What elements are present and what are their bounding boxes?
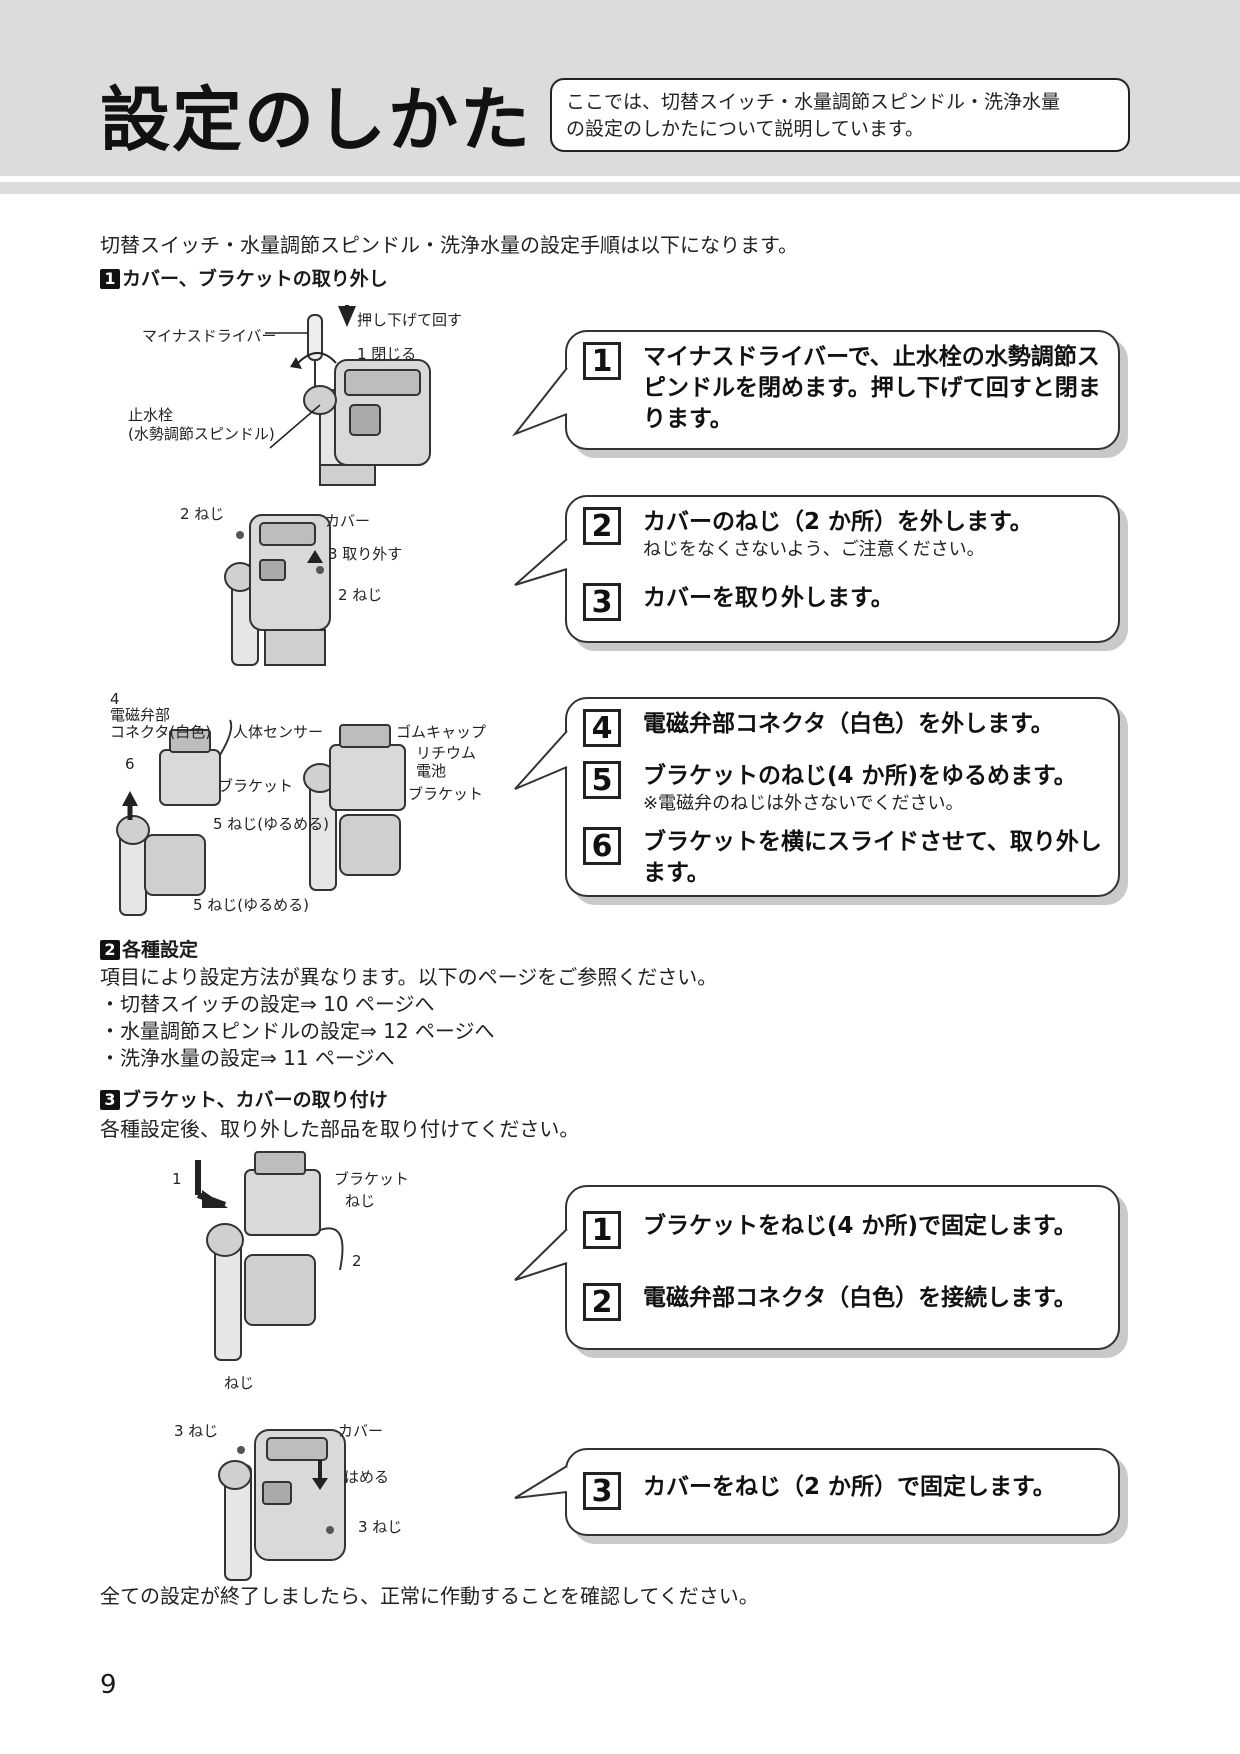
label-install-step-1: 1 — [172, 1170, 182, 1188]
label-slide-6: 6 — [125, 755, 135, 773]
label-battery-1: リチウム — [416, 744, 477, 762]
label-remove-3: 3 取り外す — [328, 545, 403, 563]
label-install-cover: カバー — [338, 1422, 384, 1440]
section-2-heading: 2 各種設定 — [100, 937, 198, 963]
page-title: 設定のしかた — [100, 79, 532, 161]
closing-text: 全ての設定が終了しましたら、正常に作動することを確認してください。 — [100, 1584, 759, 1608]
label-screwdriver: マイナスドライバー — [142, 327, 277, 345]
label-loosen-5a: 5 ねじ(ゆるめる) — [213, 815, 330, 833]
section-2-item-3: ・洗浄水量の設定⇒ 11 ページへ — [100, 1046, 395, 1070]
callout-tail — [514, 1465, 568, 1499]
step-4-number: 4 — [583, 709, 621, 747]
callout-tail — [514, 538, 568, 586]
install-step-1-number: 1 — [583, 1211, 621, 1249]
cover-removal-illustration — [224, 514, 331, 666]
label-rubber-cap: ゴムキャップ — [396, 723, 487, 741]
label-human-sensor: 人体センサー — [233, 723, 324, 741]
section-2-title: 各種設定 — [122, 939, 199, 961]
install-step-3-number: 3 — [583, 1472, 621, 1510]
label-install-screw-3b: 3 ねじ — [358, 1518, 403, 1536]
step-4-text: 電磁弁部コネクタ（白色）を外します。 — [643, 711, 1054, 737]
section-3-number: 3 — [100, 1090, 120, 1110]
install-step-1: 1 ブラケットをねじ(4 か所)で固定します。 — [583, 1211, 1110, 1249]
step-2-text: カバーのねじ（2 か所）を外します。 — [643, 509, 1033, 535]
step-6: 6 ブラケットを横にスライドさせて、取り外します。 — [583, 827, 1110, 889]
step-1: 1 マイナスドライバーで、止水栓の水勢調節スピンドルを閉めます。押し下げて回すと… — [583, 342, 1110, 435]
callout-steps-4-6: 4 電磁弁部コネクタ（白色）を外します。 5 ブラケットのねじ(4 か所)をゆる… — [514, 697, 1128, 905]
step-5-text: ブラケットのねじ(4 か所)をゆるめます。 — [643, 763, 1077, 789]
step-3-number: 3 — [583, 583, 621, 621]
install-step-3-text: カバーをねじ（2 か所）で固定します。 — [643, 1474, 1056, 1500]
label-valve-spindle: (水勢調節スピンドル) — [128, 425, 275, 443]
step-6-number: 6 — [583, 827, 621, 865]
page-number: 9 — [100, 1670, 117, 1700]
step-5-number: 5 — [583, 761, 621, 799]
bracket-removal-illustration — [116, 719, 406, 916]
lead-text: 切替スイッチ・水量調節スピンドル・洗浄水量の設定手順は以下になります。 — [100, 233, 798, 257]
label-cover: カバー — [325, 512, 371, 530]
callout-step-1: 1 マイナスドライバーで、止水栓の水勢調節スピンドルを閉めます。押し下げて回すと… — [511, 330, 1128, 458]
section-2-item-2: ・水量調節スピンドルの設定⇒ 12 ページへ — [100, 1019, 495, 1043]
valve-closing-illustration — [265, 305, 431, 486]
install-step-3: 3 カバーをねじ（2 か所）で固定します。 — [583, 1472, 1110, 1510]
bracket-install-illustration — [195, 1151, 344, 1361]
section-3-heading: 3 ブラケット、カバーの取り付け — [100, 1087, 388, 1113]
label-close: 1 閉じる — [357, 345, 417, 363]
label-install-screw-3a: 3 ねじ — [174, 1422, 219, 1440]
section-1-number: 1 — [100, 269, 120, 289]
label-push-turn: 押し下げて回す — [357, 311, 463, 329]
label-connector-1: 電磁弁部 — [110, 706, 171, 724]
intro-line-2: の設定のしかたについて説明しています。 — [566, 118, 924, 140]
step-4: 4 電磁弁部コネクタ（白色）を外します。 — [583, 709, 1110, 747]
install-step-2-number: 2 — [583, 1283, 621, 1321]
header-divider — [0, 176, 1240, 182]
step-1-text: マイナスドライバーで、止水栓の水勢調節スピンドルを閉めます。押し下げて回すと閉ま… — [643, 344, 1101, 432]
callout-tail — [514, 730, 568, 790]
section-2-desc: 項目により設定方法が異なります。以下のページをご参照ください。 — [100, 965, 718, 989]
step-1-number: 1 — [583, 342, 621, 380]
callout-steps-2-3: 2 カバーのねじ（2 か所）を外します。 ねじをなくさないよう、ご注意ください。… — [514, 495, 1128, 651]
label-connector-number: 4 — [110, 690, 120, 708]
step-2-number: 2 — [583, 507, 621, 545]
install-step-2-text: 電磁弁部コネクタ（白色）を接続します。 — [643, 1285, 1077, 1311]
section-2-item-1: ・切替スイッチの設定⇒ 10 ページへ — [100, 992, 435, 1016]
header-divider-band — [0, 182, 1240, 194]
callout-install-steps-1-2: 1 ブラケットをねじ(4 か所)で固定します。 2 電磁弁部コネクタ（白色）を接… — [514, 1185, 1128, 1358]
step-6-text: ブラケットを横にスライドさせて、取り外します。 — [643, 829, 1102, 886]
section-3-title: ブラケット、カバーの取り付け — [122, 1089, 388, 1111]
cover-install-illustration — [218, 1429, 346, 1581]
install-step-2: 2 電磁弁部コネクタ（白色）を接続します。 — [583, 1283, 1110, 1321]
label-valve: 止水栓 — [128, 406, 174, 424]
label-screw-2b: 2 ねじ — [338, 586, 383, 604]
callout-install-step-3: 3 カバーをねじ（2 か所）で固定します。 — [514, 1448, 1128, 1544]
intro-box: ここでは、切替スイッチ・水量調節スピンドル・洗浄水量 の設定のしかたについて説明… — [550, 78, 1130, 152]
label-bracket-b: ブラケット — [408, 785, 484, 803]
label-screw-2a: 2 ねじ — [180, 505, 225, 523]
label-install-bracket: ブラケット — [334, 1170, 410, 1188]
label-battery-2: 電池 — [416, 762, 447, 780]
step-3-text: カバーを取り外します。 — [643, 585, 894, 611]
step-5-note: ※電磁弁のねじは外さないでください。 — [643, 793, 964, 814]
step-5: 5 ブラケットのねじ(4 か所)をゆるめます。 ※電磁弁のねじは外さないでくださ… — [583, 761, 1110, 816]
label-bracket-a: ブラケット — [218, 777, 294, 795]
intro-line-1: ここでは、切替スイッチ・水量調節スピンドル・洗浄水量 — [566, 91, 1061, 113]
step-2: 2 カバーのねじ（2 か所）を外します。 ねじをなくさないよう、ご注意ください。 — [583, 507, 1110, 562]
step-2-note: ねじをなくさないよう、ご注意ください。 — [643, 539, 985, 560]
label-install-screw-top: ねじ — [345, 1192, 376, 1210]
step-3: 3 カバーを取り外します。 — [583, 583, 1110, 621]
section-1-heading: 1 カバー、ブラケットの取り外し — [100, 266, 388, 292]
callout-tail — [514, 1228, 568, 1281]
label-install-screw-bottom: ねじ — [224, 1374, 255, 1392]
label-install-step-2: 2 — [352, 1252, 362, 1270]
label-loosen-5b: 5 ねじ(ゆるめる) — [193, 896, 310, 914]
label-install-fit: はめる — [344, 1468, 390, 1486]
install-step-1-text: ブラケットをねじ(4 か所)で固定します。 — [643, 1213, 1077, 1239]
label-connector-2: コネクタ(白色) — [110, 723, 212, 741]
section-3-desc: 各種設定後、取り外した部品を取り付けてください。 — [100, 1117, 580, 1141]
section-2-number: 2 — [100, 940, 120, 960]
callout-tail — [511, 367, 568, 437]
section-1-title: カバー、ブラケットの取り外し — [122, 268, 388, 290]
